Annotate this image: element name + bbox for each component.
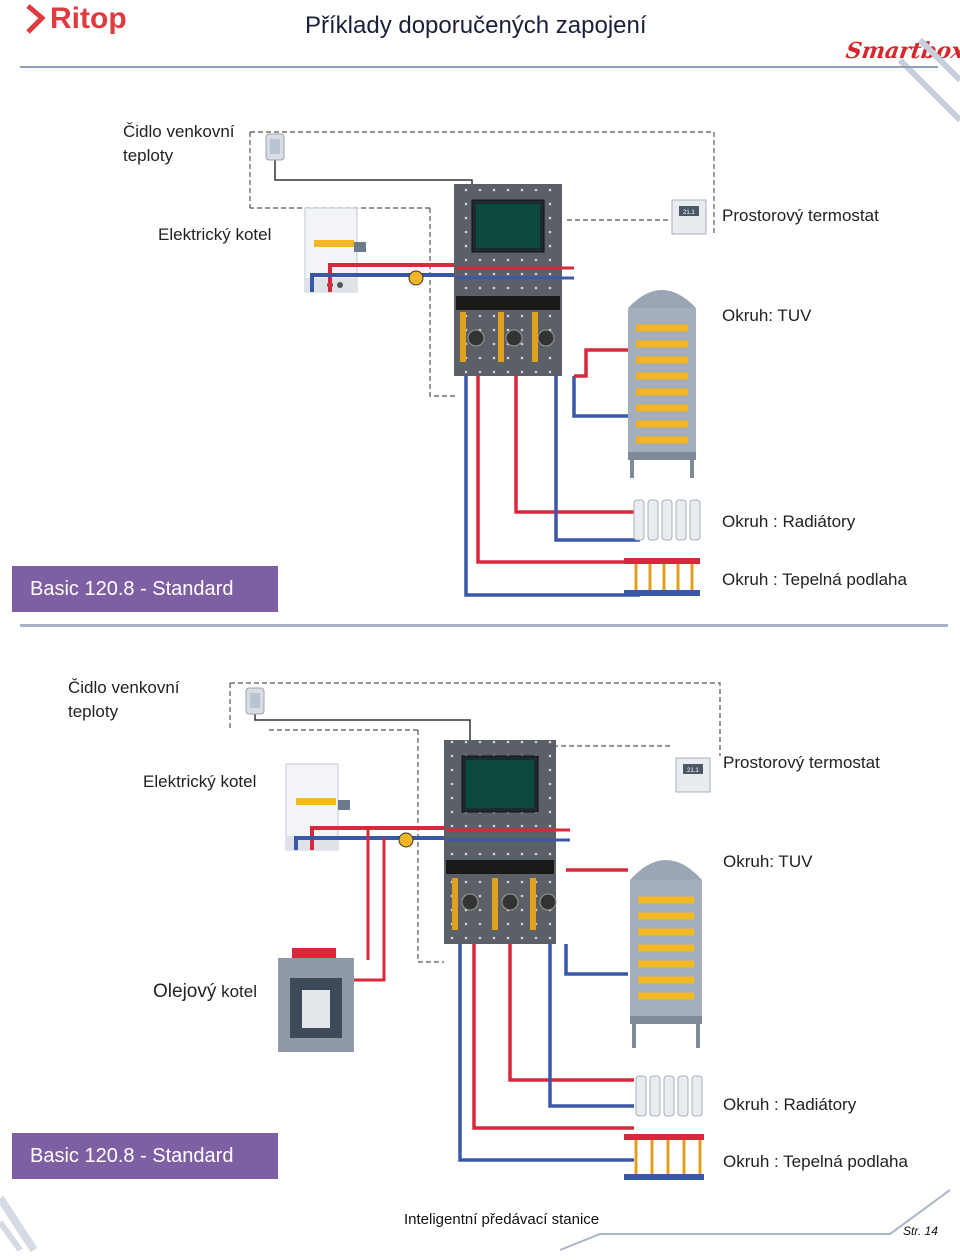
radiator-icon (633, 499, 701, 541)
floor-manifold-icon (624, 558, 700, 596)
hot-water-tank-icon-2 (630, 860, 702, 1048)
electric-boiler-icon (304, 207, 366, 293)
section-divider (20, 624, 948, 627)
floor-heating-circuit-label: Okruh : Tepelná podlaha (722, 570, 907, 589)
thermostat-label: Prostorový termostat (722, 206, 879, 225)
hot-water-tank-icon (628, 290, 696, 478)
ritop-brand-text: Ritop (50, 2, 127, 35)
ritop-logo: Ritop (24, 2, 127, 36)
sensor-cable-2 (254, 712, 471, 740)
floor-heating-circuit-label-2: Okruh : Tepelná podlaha (723, 1152, 908, 1171)
pump-icon (408, 270, 424, 286)
page-number: Str. 14 (903, 1224, 938, 1238)
sensor-label: Čidlo venkovní teploty (123, 122, 235, 165)
header-divider (20, 66, 938, 68)
outdoor-sensor-icon-2 (245, 687, 265, 715)
footer-text: Inteligentní předávací stanice (404, 1211, 600, 1228)
radiator-circuit-label: Okruh : Radiátory (722, 512, 856, 531)
heat-station-cabinet-2 (444, 740, 557, 944)
pump-icon-2 (398, 832, 414, 848)
corner-stripes-decoration (897, 37, 960, 123)
sensor-label-2: Čidlo venkovní teploty (68, 678, 180, 721)
oil-boiler-label-b: kotel (221, 982, 258, 1001)
circuit-pipes (464, 348, 640, 597)
oil-boiler-label: Olejový kotel (153, 981, 257, 1003)
electric-boiler-label-2: Elektrický kotel (143, 772, 257, 791)
sensor-cable (274, 160, 473, 196)
thermostat-display-2: 21.1 (687, 768, 699, 774)
electric-boiler-label: Elektrický kotel (158, 225, 272, 244)
radiator-icon-2 (635, 1075, 703, 1117)
radiator-circuit-label-2: Okruh : Radiátory (723, 1095, 857, 1114)
page-title: Příklady doporučených zapojení (305, 12, 647, 39)
room-thermostat-icon (671, 199, 707, 235)
tuv-circuit-label: Okruh: TUV (722, 306, 812, 325)
oil-boiler-icon (278, 948, 354, 1052)
diagram-1: 21.1 (249, 131, 715, 597)
thermostat-label-2: Prostorový termostat (723, 753, 880, 772)
diagram-2: 21.1 (229, 682, 721, 1180)
heat-station-cabinet (454, 184, 562, 376)
signal-wires-2 (229, 682, 721, 963)
room-thermostat-icon-2 (675, 757, 711, 793)
oil-boiler-label-a: Olejový (153, 981, 217, 1002)
product-badge-2: Basic 120.8 - Standard (12, 1133, 278, 1179)
outdoor-sensor-icon (265, 133, 285, 161)
product-badge: Basic 120.8 - Standard (12, 566, 278, 612)
thermostat-display: 21.1 (683, 210, 695, 216)
tuv-circuit-label-2: Okruh: TUV (723, 852, 813, 871)
footer-decoration (0, 1189, 951, 1253)
floor-manifold-icon-2 (624, 1134, 704, 1180)
circuit-pipes-2 (458, 868, 634, 1162)
ritop-logo-icon (26, 4, 46, 34)
